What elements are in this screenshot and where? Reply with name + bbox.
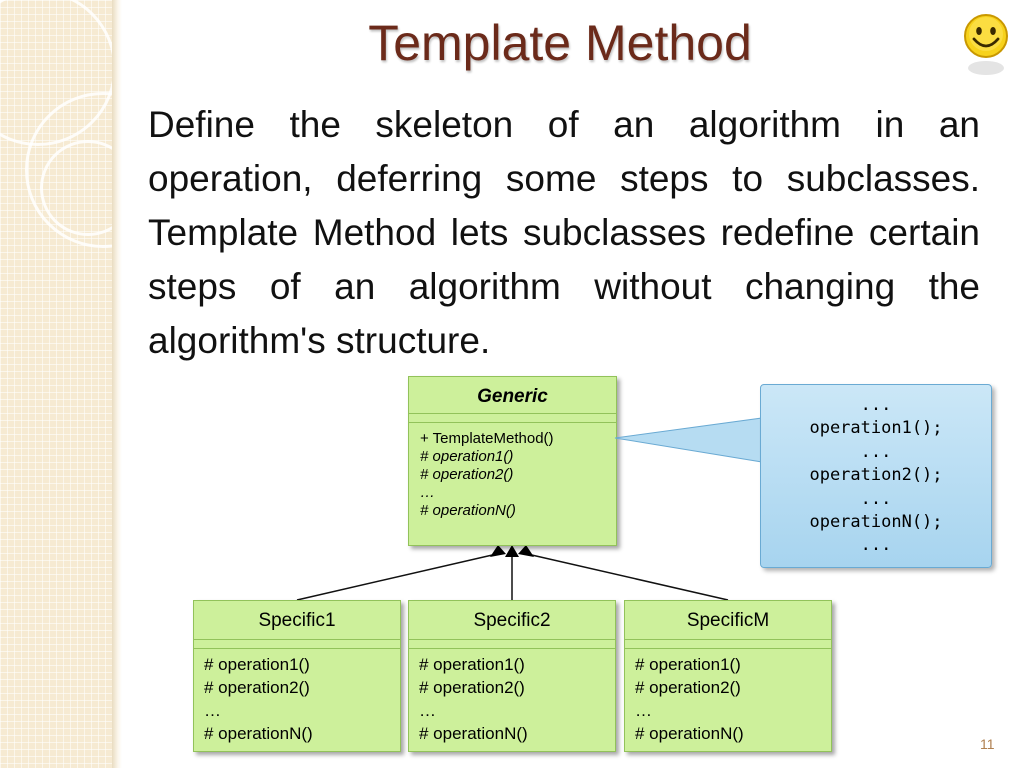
- op-operation1: # operation1(): [419, 655, 525, 674]
- op-operationN: # operationN(): [420, 502, 516, 519]
- op-operationN: # operationN(): [419, 724, 528, 743]
- specific2-class-name: Specific2: [409, 601, 615, 640]
- specific1-attributes: [194, 640, 400, 649]
- op-operation2: # operation2(): [204, 678, 310, 697]
- specific2-class-box: Specific2 # operation1() # operation2() …: [408, 600, 616, 752]
- op-operation1: # operation1(): [204, 655, 310, 674]
- callout-line: ...: [860, 535, 892, 556]
- op-operation1: # operation1(): [420, 448, 514, 465]
- op-ellipsis: …: [204, 701, 221, 720]
- page-number: 11: [980, 736, 995, 752]
- callout-line: operationN();: [809, 512, 943, 533]
- generic-attributes: [409, 414, 616, 423]
- callout-line: operation2();: [809, 465, 943, 486]
- specific1-operations: # operation1() # operation2() … # operat…: [194, 649, 400, 749]
- specific1-class-name: Specific1: [194, 601, 400, 640]
- specific1-class-box: Specific1 # operation1() # operation2() …: [193, 600, 401, 752]
- op-operation1: # operation1(): [635, 655, 741, 674]
- decorative-sidebar: [0, 0, 112, 768]
- callout-line: ...: [860, 441, 892, 462]
- definition-text: Define the skeleton of an algorithm in a…: [148, 104, 980, 361]
- op-ellipsis: …: [419, 701, 436, 720]
- template-method-callout: ... operation1(); ... operation2(); ... …: [760, 384, 992, 568]
- op-operationN: # operationN(): [635, 724, 744, 743]
- decorative-ring: [40, 140, 112, 236]
- op-operation2: # operation2(): [635, 678, 741, 697]
- op-operation2: # operation2(): [419, 678, 525, 697]
- callout-line: ...: [860, 395, 892, 415]
- generic-operations: + TemplateMethod() # operation1() # oper…: [409, 423, 616, 527]
- op-operation2: # operation2(): [420, 466, 514, 483]
- callout-line: operation1();: [809, 418, 943, 439]
- smiley-icon: [964, 14, 1008, 75]
- op-template-method: + TemplateMethod(): [420, 430, 554, 447]
- generic-class-name: Generic: [409, 377, 616, 414]
- specific2-attributes: [409, 640, 615, 649]
- op-ellipsis: …: [635, 701, 652, 720]
- generic-class-box: Generic + TemplateMethod() # operation1(…: [408, 376, 617, 546]
- callout-line: ...: [860, 488, 892, 509]
- specific2-operations: # operation1() # operation2() … # operat…: [409, 649, 615, 749]
- specificM-operations: # operation1() # operation2() … # operat…: [625, 649, 831, 749]
- op-ellipsis: …: [420, 484, 435, 501]
- op-operationN: # operationN(): [204, 724, 313, 743]
- specificM-class-box: SpecificM # operation1() # operation2() …: [624, 600, 832, 752]
- sidebar-edge: [112, 0, 122, 768]
- specificM-class-name: SpecificM: [625, 601, 831, 640]
- slide-title: Template Method: [368, 15, 752, 71]
- specificM-attributes: [625, 640, 831, 649]
